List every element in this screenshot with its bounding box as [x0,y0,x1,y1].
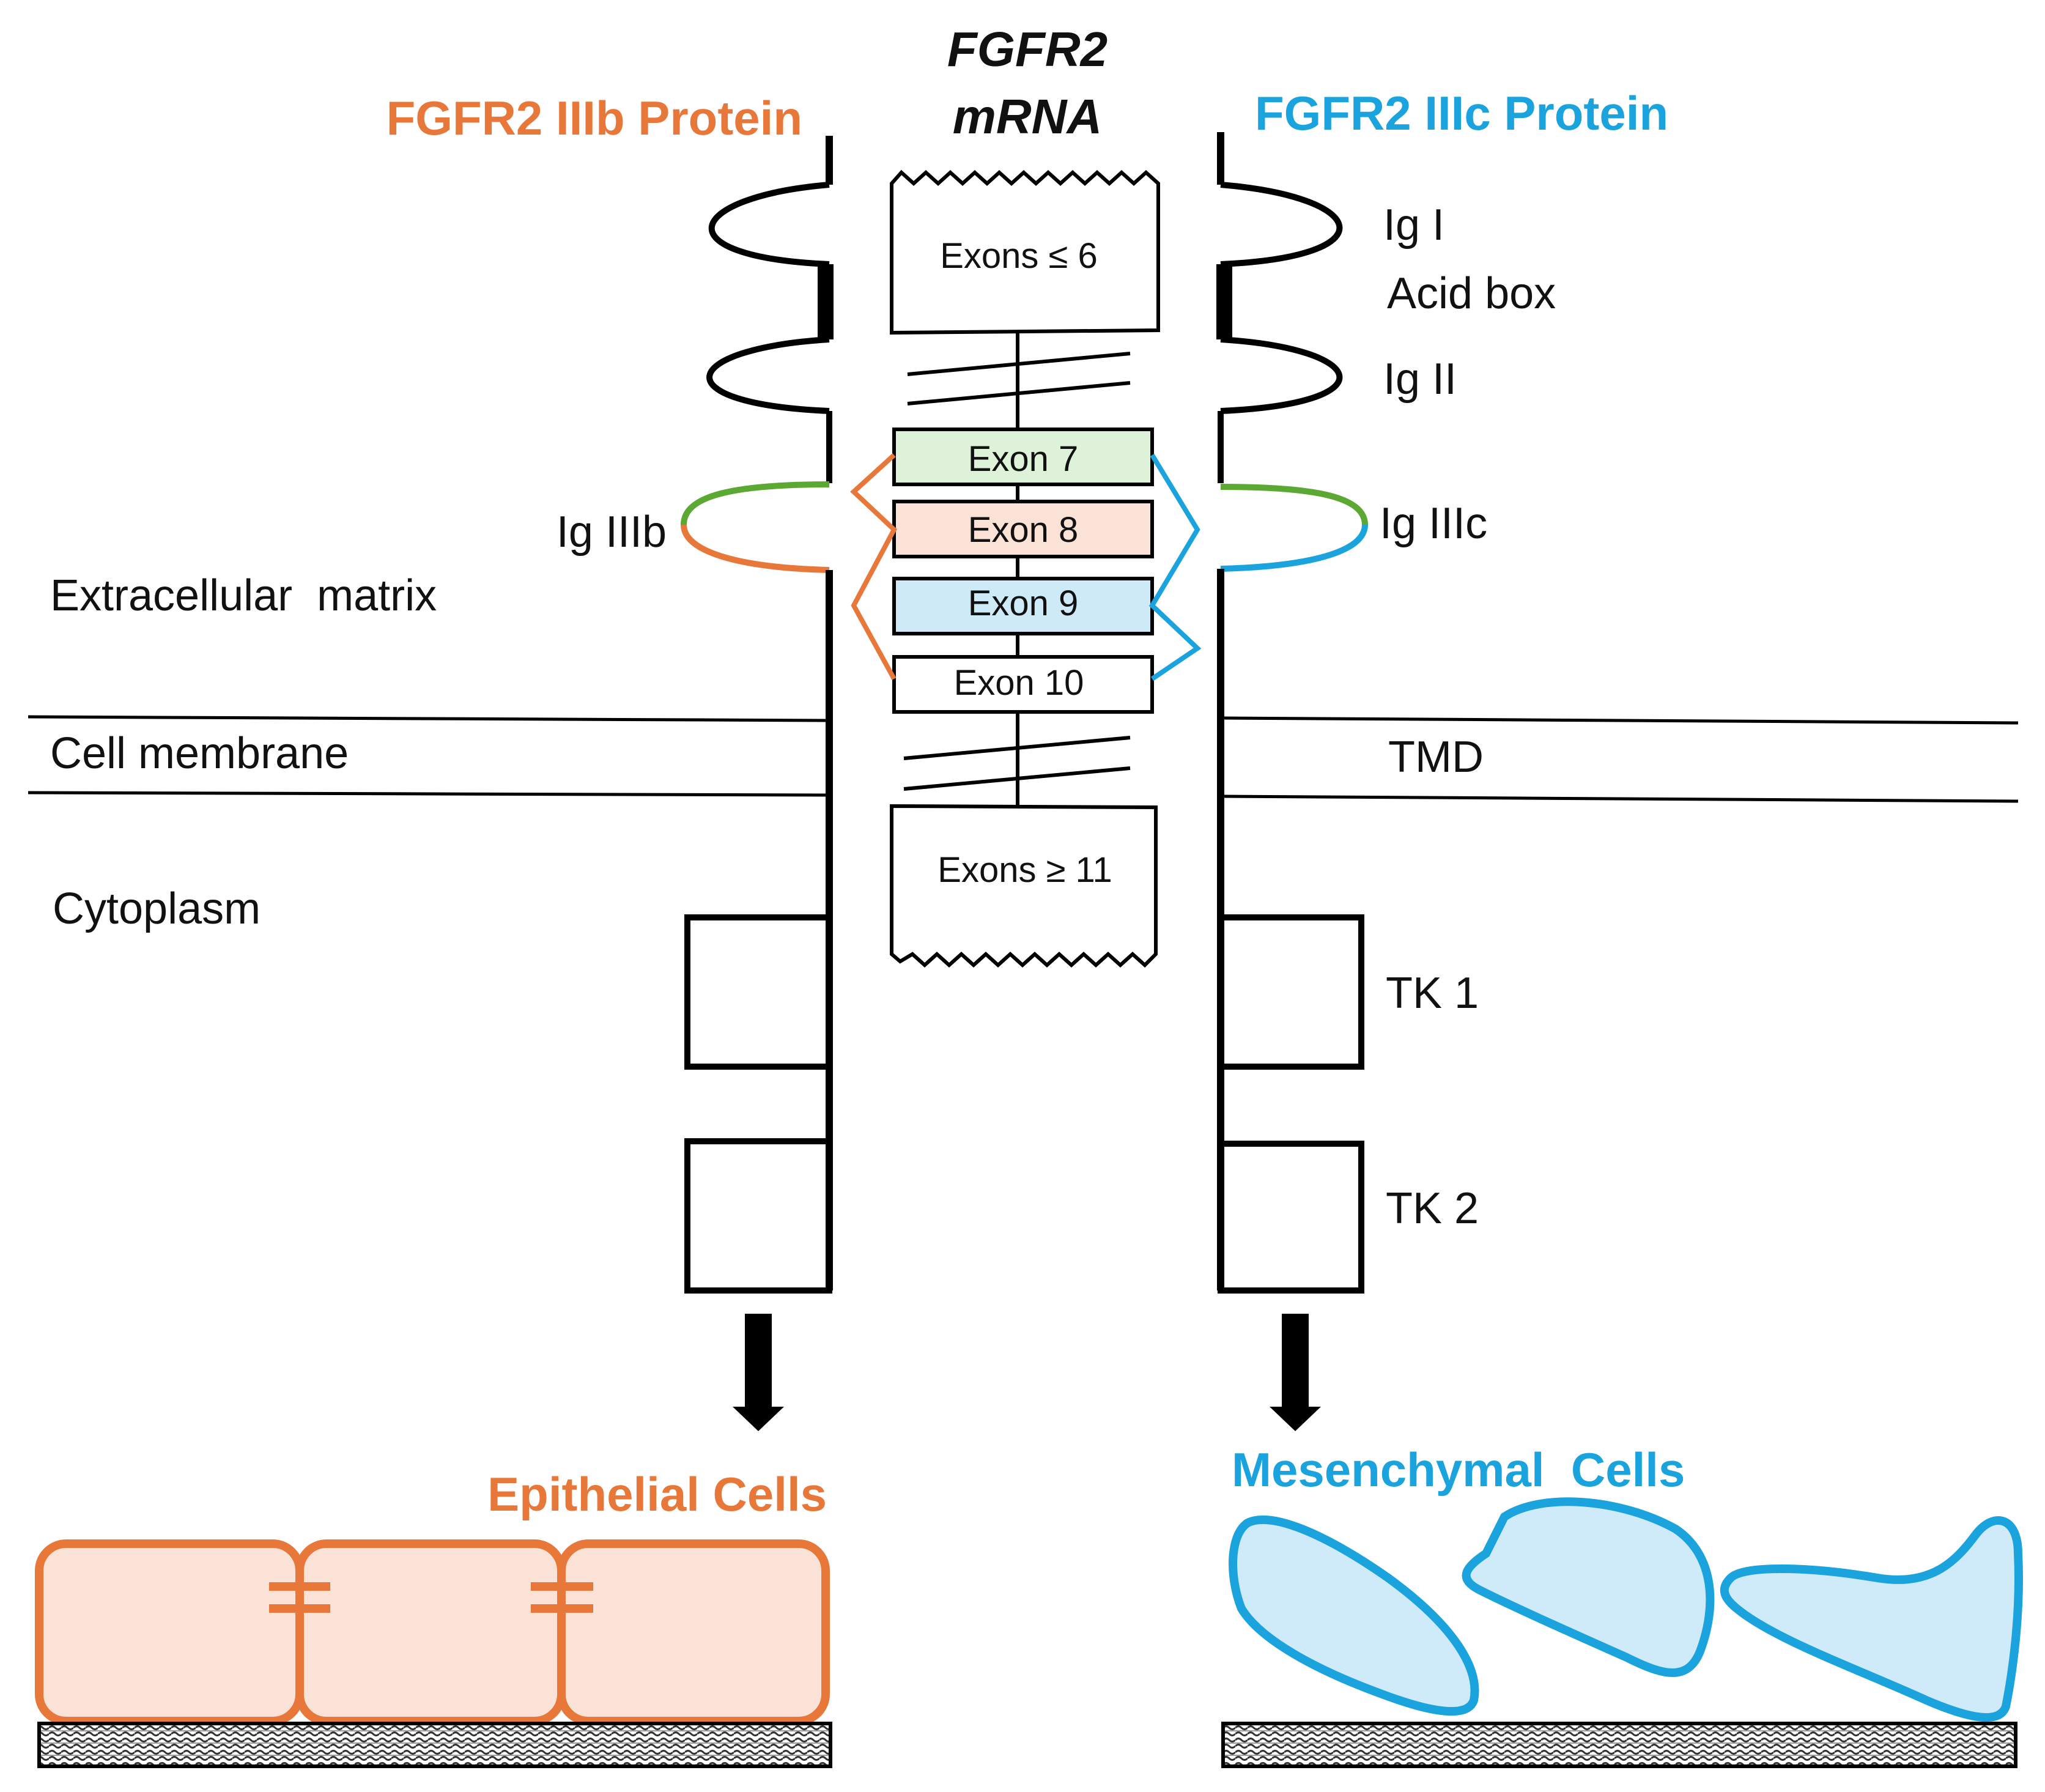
membrane-lower-line-right [1222,794,2019,803]
epithelial-cell-3 [557,1539,830,1725]
iiib-tk2-box [684,1138,832,1294]
tmd-label: TMD [1388,733,1484,782]
exon8-label: Exon 8 [968,510,1079,550]
ig3c-label: Ig IIIc [1380,499,1487,548]
iiib-protein [681,136,834,1294]
exon7-label: Exon 7 [968,439,1079,479]
basement-membrane-left [37,1722,832,1768]
iiic-tk1-box [1218,914,1364,1070]
iiic-tk2-box [1218,1141,1364,1294]
exon10-box [892,655,1154,714]
iiic-ig3-lower [1220,524,1368,572]
exons-upstream-label: Exons ≤ 6 [940,236,1098,276]
iiib-ig2-loop [706,336,830,414]
cytoplasm-label: Cytoplasm [53,884,261,933]
exon8-box [892,500,1154,558]
exons-downstream-label: Exons ≥ 11 [937,850,1112,890]
membrane-upper-line-right [1222,716,2019,725]
ig3b-label: Ig IIIb [557,508,667,557]
basement-membrane-right [1221,1722,2017,1768]
exon10-label: Exon 10 [954,663,1084,703]
membrane-upper-line-left [28,715,826,722]
iiib-ig3-upper [681,481,830,525]
mesenchymal-cell-3 [1720,1516,2023,1722]
iiic-ig2-loop [1220,336,1343,414]
cell-junction-2 [531,1582,593,1613]
mrna-break-1a [907,352,1131,376]
mesenchymal-cells-label: Mesenchymal Cells [1232,1443,1685,1497]
exons-upstream-block [890,169,1160,335]
iiib-ig3-lower [681,524,830,573]
mrna-break-1b [907,381,1131,405]
ig2-label: Ig II [1383,355,1457,404]
mesenchymal-cell-1 [1229,1515,1479,1716]
iiic-protein [1216,132,1368,1294]
tk2-label: TK 2 [1386,1184,1479,1233]
exons-downstream-block [890,804,1158,968]
iiib-splice-bracket [850,453,897,680]
iiib-down-arrow [733,1314,784,1431]
iiic-ig1-loop [1220,182,1343,267]
extracellular-matrix-label: Extracellular matrix [50,571,437,620]
membrane-lower-line-left [28,791,826,797]
iiic-down-arrow [1270,1314,1321,1431]
iiic-protein-title: FGFR2 IIIc Protein [1255,86,1668,140]
epithelial-cell-2 [295,1539,566,1725]
iiib-protein-title: FGFR2 IIIb Protein [386,91,802,145]
exon7-box [892,428,1154,486]
mrna-break-2a [903,736,1131,760]
iiib-tk1-box [684,914,832,1070]
mrna-schematic [850,169,1202,968]
epithelial-cell-1 [35,1539,304,1725]
tk1-label: TK 1 [1386,969,1479,1018]
mrna-title-line2: mRNA [953,89,1102,144]
cell-junction-1 [269,1582,330,1613]
mesenchymal-cells [1229,1497,2023,1722]
iiib-ig1-loop [708,182,830,267]
mrna-title-line1: FGFR2 [947,22,1108,76]
epithelial-cells-label: Epithelial Cells [487,1467,827,1521]
mrna-break-2b [903,766,1131,791]
cell-membrane-label: Cell membrane [50,729,349,778]
mesenchymal-cell-2 [1462,1497,1715,1677]
iiic-splice-bracket [1148,453,1202,681]
exon9-label: Exon 9 [968,583,1079,623]
iiic-ig3-upper [1220,484,1368,525]
exon9-box [892,577,1154,635]
ig1-label: Ig I [1383,201,1444,250]
acid-box-label: Acid box [1387,269,1556,318]
epithelial-cells [35,1539,830,1725]
